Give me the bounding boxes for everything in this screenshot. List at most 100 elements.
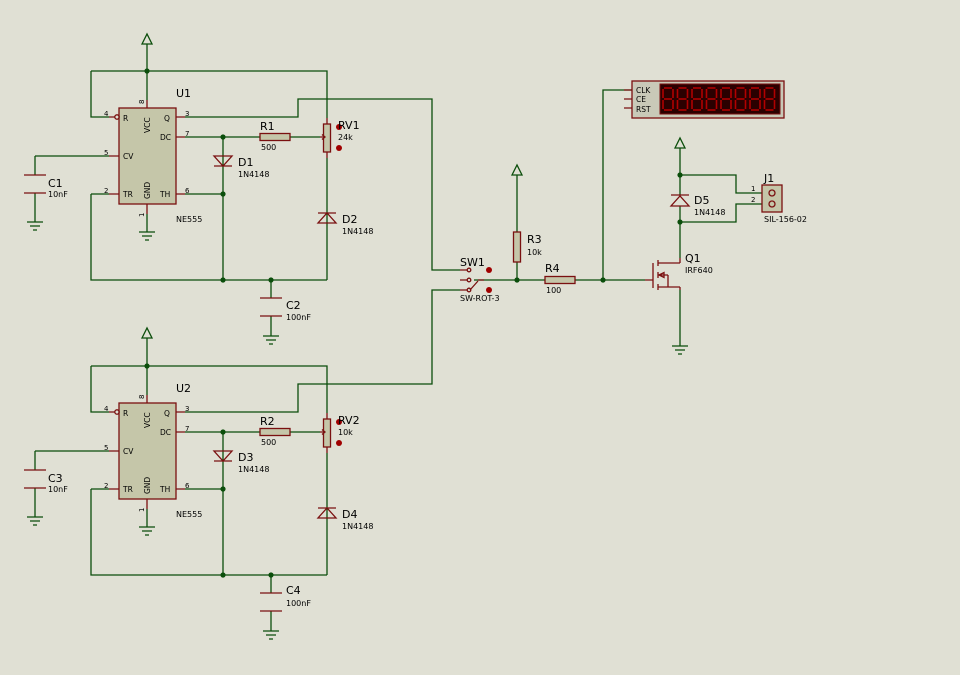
- junction: [268, 572, 274, 578]
- capacitor-c3[interactable]: C3 10nF: [24, 469, 68, 494]
- diode-d3[interactable]: D3 1N4148: [212, 450, 269, 474]
- pin-label-cv: CV: [123, 447, 134, 456]
- power-arrow-icon: [510, 163, 524, 176]
- component-ref: D3: [238, 451, 253, 464]
- ground-symbols: [27, 221, 688, 640]
- timer-u1[interactable]: R CV TR Q DC TH VCC GND 4 5 2 3 7 6 8 1 …: [104, 87, 202, 224]
- resistor-r1[interactable]: R1 500: [259, 120, 291, 152]
- capacitor-c1[interactable]: C1 10nF: [24, 174, 68, 199]
- counter-display[interactable]: CLK CE RST: [624, 80, 785, 119]
- junction: [144, 363, 150, 369]
- component-ref: D4: [342, 508, 357, 521]
- junction: [600, 277, 606, 283]
- component-ref: C3: [48, 472, 63, 485]
- junction: [220, 486, 226, 492]
- component-value: 500: [261, 143, 276, 152]
- timer-u2[interactable]: R CV TR Q DC TH VCC GND 4 5 2 3 7 6 8 1 …: [104, 382, 202, 519]
- switch-contact: [466, 267, 472, 273]
- pin-number-2: 2: [104, 187, 108, 195]
- ground-icon: [27, 516, 43, 526]
- pin-number-2: 2: [751, 196, 755, 204]
- terminal-dot: [336, 440, 342, 446]
- wiper-arrow-icon: [320, 134, 327, 140]
- component-value: SIL-156-02: [764, 215, 807, 224]
- ground-icon: [139, 526, 155, 536]
- junction: [144, 68, 150, 74]
- pin-label-vcc: VCC: [143, 117, 152, 133]
- pin-number-7: 7: [185, 425, 189, 433]
- component-value: 1N4148: [238, 170, 269, 179]
- digit-window: [659, 83, 781, 115]
- pin-label-tr: TR: [122, 485, 133, 494]
- pin-number-6: 6: [185, 187, 190, 195]
- component-ref: RV2: [338, 414, 360, 427]
- component-ref: C1: [48, 177, 63, 190]
- junction: [220, 134, 226, 140]
- pin-label-r: R: [123, 114, 128, 123]
- pin-label-r: R: [123, 409, 128, 418]
- component-ref: J1: [763, 172, 774, 185]
- junction: [514, 277, 520, 283]
- connector-j1[interactable]: 1 2 J1 SIL-156-02: [751, 172, 807, 224]
- mosfet-q1[interactable]: Q1 IRF640: [645, 252, 713, 290]
- junction: [677, 219, 683, 225]
- pin-number-6: 6: [185, 482, 190, 490]
- diode-d4[interactable]: D4 1N4148: [316, 507, 373, 531]
- rotary-switch-sw1[interactable]: SW1 SW-ROT-3: [460, 256, 500, 303]
- ground-icon: [263, 630, 279, 640]
- component-ref: D5: [694, 194, 709, 207]
- pin-number-5: 5: [104, 444, 108, 452]
- wiper-arrow-icon: [320, 429, 327, 435]
- terminal-dot: [486, 287, 492, 293]
- diode-d5[interactable]: D5 1N4148: [669, 194, 725, 217]
- component-value: SW-ROT-3: [460, 294, 500, 303]
- pin-number-3: 3: [185, 405, 189, 413]
- power-symbols: [140, 32, 687, 339]
- pin-number-8: 8: [138, 100, 146, 104]
- pin-label-clk: CLK: [636, 86, 651, 95]
- component-value: NE555: [176, 215, 202, 224]
- component-value: 24k: [338, 133, 353, 142]
- resistor-r4[interactable]: R4 100: [544, 262, 576, 295]
- potentiometer-rv2[interactable]: RV2 10k: [320, 413, 360, 453]
- component-value: NE555: [176, 510, 202, 519]
- resistor-r3[interactable]: R3 10k: [512, 231, 543, 263]
- component-ref: C2: [286, 299, 301, 312]
- resistor-r2[interactable]: R2 500: [259, 415, 291, 447]
- component-ref: Q1: [685, 252, 701, 265]
- junction: [220, 572, 226, 578]
- junction: [268, 277, 274, 283]
- pin-number-1: 1: [138, 213, 146, 217]
- component-value: 100nF: [286, 313, 311, 322]
- component-ref: C4: [286, 584, 301, 597]
- diode-d2[interactable]: D2 1N4148: [316, 212, 373, 236]
- capacitor-c2[interactable]: C2 100nF: [260, 297, 311, 322]
- diode-d1[interactable]: D1 1N4148: [212, 155, 269, 179]
- power-arrow-icon: [140, 326, 154, 339]
- terminal-dot: [486, 267, 492, 273]
- reset-bubble-icon: [114, 114, 120, 120]
- junction: [220, 277, 226, 283]
- pin-label-tr: TR: [122, 190, 133, 199]
- pin-label-gnd: GND: [143, 477, 152, 494]
- pin-label-dc: DC: [160, 133, 171, 142]
- pin-socket: [768, 189, 776, 197]
- capacitor-c4[interactable]: C4 100nF: [260, 584, 311, 612]
- potentiometer-rv1[interactable]: RV1 24k: [320, 118, 360, 158]
- component-ref: U2: [176, 382, 191, 395]
- ground-icon: [27, 221, 43, 231]
- pin-number-4: 4: [104, 405, 109, 413]
- component-value: 1N4148: [238, 465, 269, 474]
- component-ref: RV1: [338, 119, 360, 132]
- component-ref: D2: [342, 213, 357, 226]
- component-value: IRF640: [685, 266, 713, 275]
- ground-icon: [672, 345, 688, 355]
- pin-label-q: Q: [164, 409, 170, 418]
- pin-number-1: 1: [138, 508, 146, 512]
- pin-number-7: 7: [185, 130, 189, 138]
- component-value: 10k: [338, 428, 353, 437]
- power-arrow-icon: [673, 136, 687, 149]
- pin-number-8: 8: [138, 395, 146, 399]
- component-ref: R3: [527, 233, 542, 246]
- junction: [677, 172, 683, 178]
